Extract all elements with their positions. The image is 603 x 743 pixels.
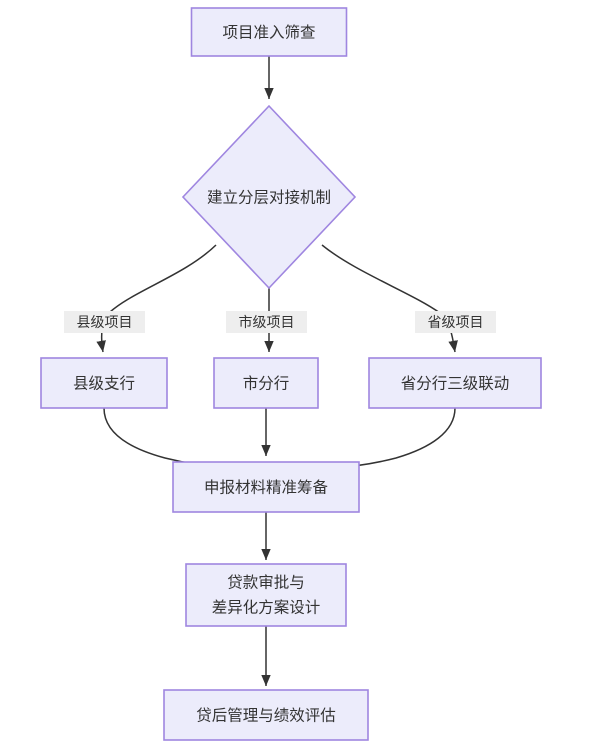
node-approval-label-line2: 差异化方案设计 bbox=[212, 599, 321, 617]
edge-label-province-bg bbox=[415, 311, 496, 333]
edge-label-city: 市级项目 bbox=[226, 311, 307, 333]
node-start-shape[interactable] bbox=[190, 7, 348, 57]
node-province-shape[interactable] bbox=[368, 357, 542, 409]
edge-label-county-text: 县级项目 bbox=[77, 315, 133, 331]
node-materials[interactable]: 申报材料精准筹备 bbox=[172, 461, 360, 513]
node-mechanism-label: 建立分层对接机制 bbox=[207, 189, 331, 207]
node-postloan-label: 贷后管理与绩效评估 bbox=[196, 707, 336, 725]
node-city-label: 市分行 bbox=[243, 375, 290, 393]
node-province[interactable]: 省分行三级联动 bbox=[368, 357, 542, 409]
edge-label-city-bg bbox=[226, 311, 307, 333]
node-start[interactable]: 项目准入筛查 bbox=[190, 7, 348, 57]
node-mechanism[interactable]: 建立分层对接机制 bbox=[181, 104, 357, 290]
node-city[interactable]: 市分行 bbox=[213, 357, 319, 409]
edge-province-to-materials bbox=[331, 407, 456, 473]
edge-label-county: 县级项目 bbox=[64, 311, 145, 333]
node-materials-label: 申报材料精准筹备 bbox=[204, 479, 329, 497]
node-mechanism-shape[interactable] bbox=[181, 104, 357, 290]
edge-label-province: 省级项目 bbox=[415, 311, 496, 333]
node-approval-shape[interactable] bbox=[185, 563, 347, 627]
node-county[interactable]: 县级支行 bbox=[40, 357, 168, 409]
node-start-label: 项目准入筛查 bbox=[222, 24, 315, 42]
node-county-shape[interactable] bbox=[40, 357, 168, 409]
node-postloan[interactable]: 贷后管理与绩效评估 bbox=[163, 689, 369, 741]
node-city-shape[interactable] bbox=[213, 357, 319, 409]
edge-label-province-text: 省级项目 bbox=[428, 315, 484, 331]
edge-county-to-materials bbox=[103, 407, 231, 473]
edge-mechanism-to-county bbox=[96, 244, 217, 353]
edge-label-county-bg bbox=[64, 311, 145, 333]
edge-mechanism-to-province bbox=[321, 244, 458, 353]
node-approval[interactable]: 贷款审批与 差异化方案设计 bbox=[185, 563, 347, 627]
node-province-label: 省分行三级联动 bbox=[401, 375, 510, 393]
node-materials-shape[interactable] bbox=[172, 461, 360, 513]
node-approval-label-line1: 贷款审批与 bbox=[227, 574, 305, 592]
node-county-label: 县级支行 bbox=[73, 375, 135, 393]
node-postloan-shape[interactable] bbox=[163, 689, 369, 741]
edge-label-city-text: 市级项目 bbox=[239, 314, 295, 331]
